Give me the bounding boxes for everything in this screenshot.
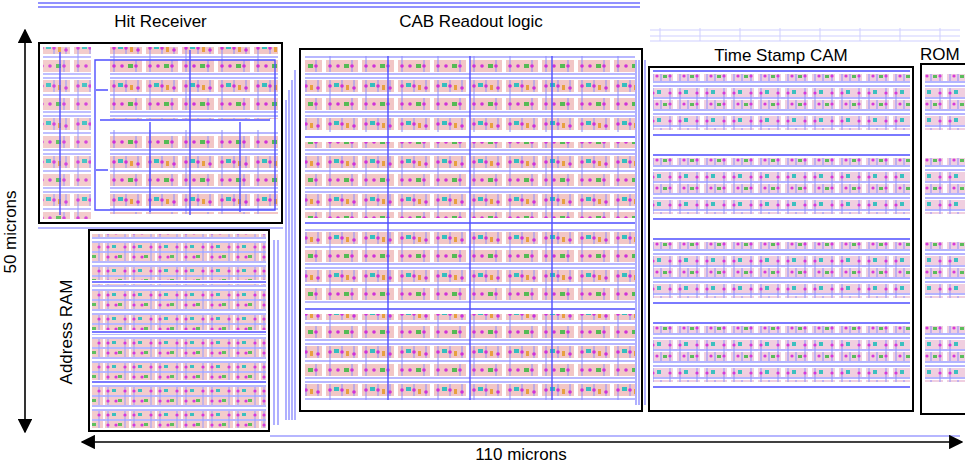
rom-block: ROM bbox=[920, 63, 965, 415]
block-label: Time Stamp CAM bbox=[714, 46, 848, 66]
faint-wiring bbox=[650, 28, 960, 41]
cab-readout-art bbox=[305, 56, 635, 400]
hit-receiver-art bbox=[43, 47, 278, 219]
ram-block: Address RAM bbox=[88, 229, 270, 432]
readout-logic-block: CAB Readout logic bbox=[299, 48, 643, 412]
block-label: CAB Readout logic bbox=[399, 12, 543, 32]
block-label: Address RAM bbox=[57, 280, 77, 385]
cam-art bbox=[653, 71, 910, 387]
cam-block: Time Stamp CAM bbox=[648, 66, 914, 412]
hit-receiver-block: Hit Receiver bbox=[38, 42, 283, 224]
width-dimension: 110 microns bbox=[475, 445, 566, 465]
rom-art bbox=[925, 74, 965, 382]
width-dimension-arrow bbox=[82, 441, 962, 443]
height-dimension: 50 microns bbox=[1, 190, 21, 273]
top-wires bbox=[38, 3, 640, 7]
address-ram-art bbox=[92, 234, 266, 428]
height-dimension-arrow bbox=[24, 30, 26, 432]
block-label: Hit Receiver bbox=[114, 12, 207, 32]
block-label: ROM bbox=[920, 45, 960, 65]
